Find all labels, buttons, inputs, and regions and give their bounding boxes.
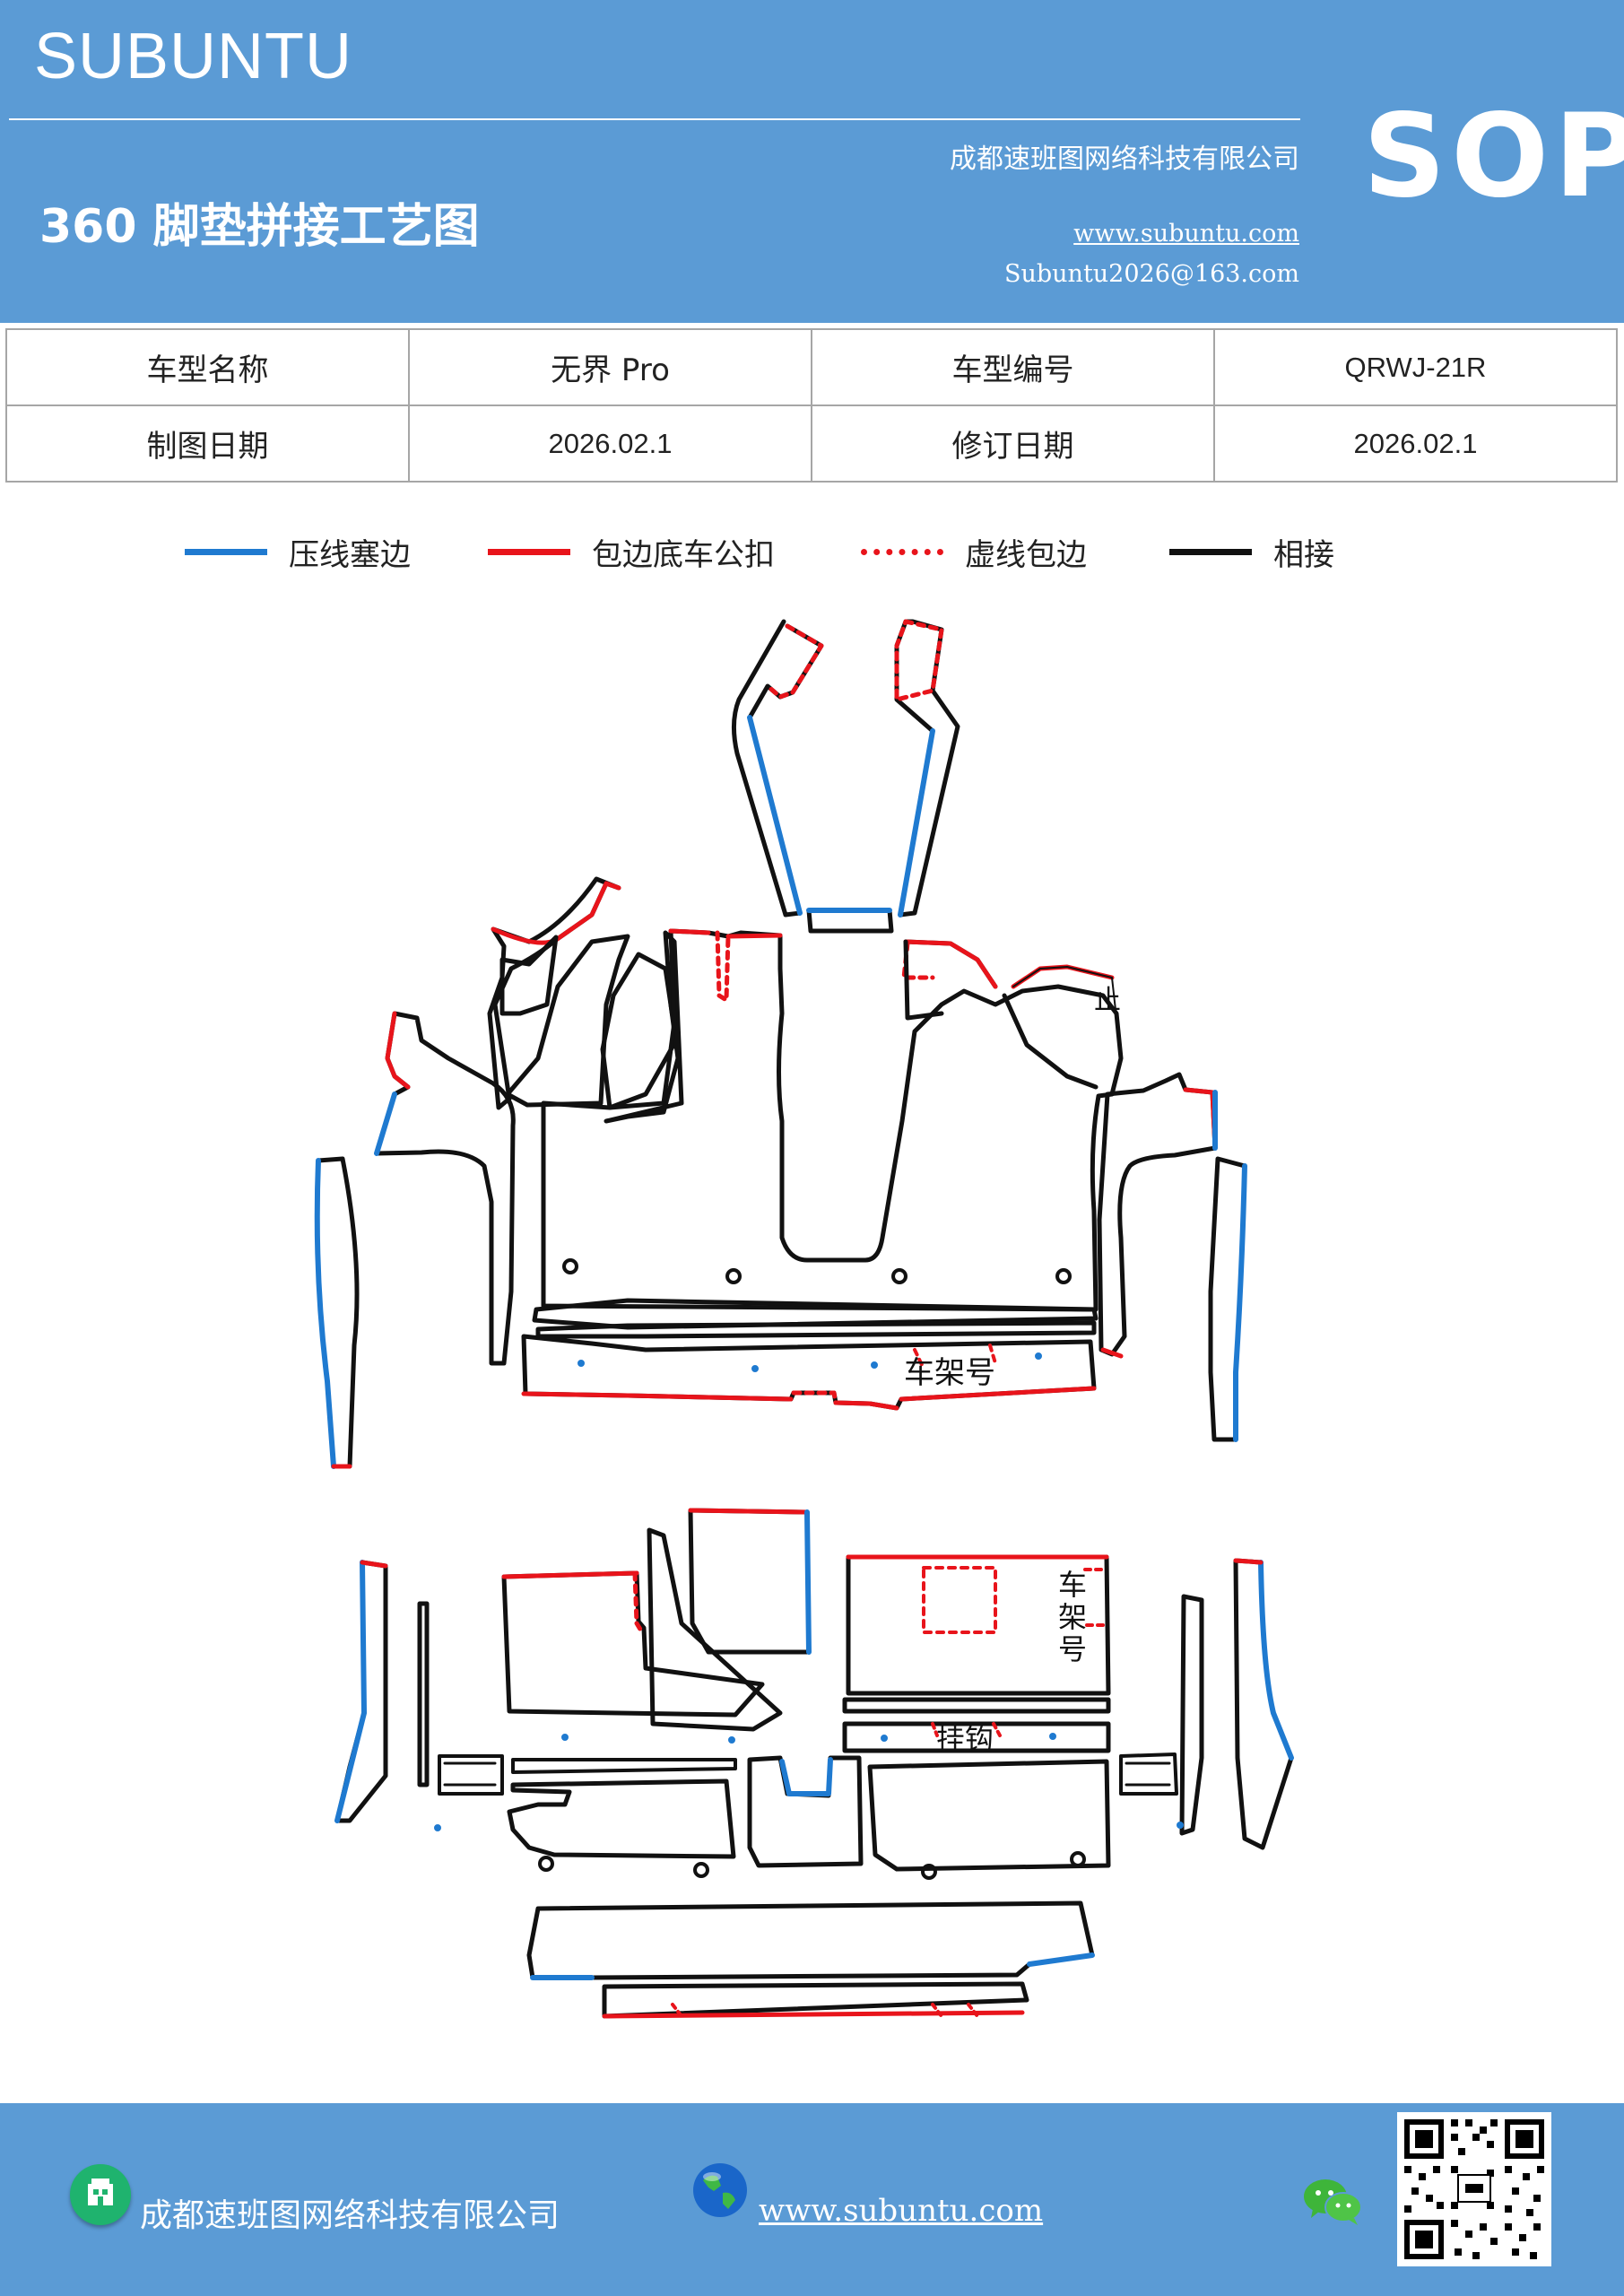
front-main-mat xyxy=(541,928,1124,1312)
sop-badge: SOP xyxy=(1363,90,1624,223)
model-code-label: 车型编号 xyxy=(811,328,1215,406)
front-bottom-strips xyxy=(521,1298,1099,1411)
vehicle-info-table: 车型名称 无界 Pro 车型编号 QRWJ-21R 制图日期 2026.02.1… xyxy=(5,328,1618,483)
vin-label-front: 车架号 xyxy=(904,1355,995,1391)
table-row: 车型名称 无界 Pro 车型编号 QRWJ-21R xyxy=(5,328,1618,406)
brand-name: SUBUNTU xyxy=(34,21,353,92)
globe-icon xyxy=(690,2161,750,2220)
legend-label: 压线塞边 xyxy=(289,536,411,573)
legend-label: 包边底车公扣 xyxy=(592,536,775,573)
hook-label: 挂钩 xyxy=(936,1722,994,1756)
rear-bottom-mats xyxy=(507,1755,1111,2019)
model-name-value: 无界 Pro xyxy=(408,328,812,406)
legend-label: 虚线包边 xyxy=(965,536,1087,573)
revise-date-label: 修订日期 xyxy=(811,404,1215,483)
document-title: 360 脚垫拼接工艺图 xyxy=(39,200,480,254)
rear-left-strips xyxy=(334,1560,504,1823)
footer-website-link[interactable]: www.subuntu.com xyxy=(759,2193,1044,2229)
rear-center-pieces xyxy=(501,1508,812,1744)
front-tunnel-piece xyxy=(732,619,960,934)
red-line-swatch xyxy=(488,548,570,555)
front-left-strip xyxy=(314,1011,516,1469)
blue-line-swatch xyxy=(185,548,267,555)
legend-item-red: 包边底车公扣 xyxy=(488,520,775,583)
wechat-icon[interactable] xyxy=(1302,2175,1365,2229)
line-legend: 压线塞边 包边底车公扣 虚线包边 相接 xyxy=(0,520,1624,583)
model-code-value: QRWJ-21R xyxy=(1213,328,1618,406)
rear-right-strips xyxy=(434,1558,1294,1850)
floor-mat-diagram: 止 车架号 车 架 号 挂钩 xyxy=(314,619,1294,2019)
legend-item-red-dotted: 虚线包边 xyxy=(861,520,1087,583)
rear-right-top-mat xyxy=(842,1554,1111,1753)
table-row: 制图日期 2026.02.1 修订日期 2026.02.1 xyxy=(5,404,1618,483)
footer-company-name: 成都速班图网络科技有限公司 xyxy=(140,2197,560,2234)
front-left-pieces xyxy=(487,876,684,1124)
draw-date-value: 2026.02.1 xyxy=(408,404,812,483)
email-address: Subuntu2026@163.com xyxy=(1004,260,1299,288)
model-name-label: 车型名称 xyxy=(5,328,410,406)
draw-date-label: 制图日期 xyxy=(5,404,410,483)
header-divider xyxy=(9,118,1300,120)
legend-item-black: 相接 xyxy=(1169,520,1334,583)
stop-label: 止 xyxy=(1094,985,1121,1016)
vin-label-rear-3: 号 xyxy=(1058,1632,1087,1666)
qr-code[interactable] xyxy=(1397,2112,1551,2266)
black-line-swatch xyxy=(1169,548,1252,555)
legend-label: 相接 xyxy=(1273,536,1334,573)
footer-banner: 成都速班图网络科技有限公司 www.subuntu.com xyxy=(0,2103,1624,2296)
company-name: 成都速班图网络科技有限公司 xyxy=(950,144,1299,175)
header-banner: SUBUNTU 成都速班图网络科技有限公司 360 脚垫拼接工艺图 www.su… xyxy=(0,0,1624,323)
building-icon xyxy=(70,2164,131,2225)
legend-item-blue: 压线塞边 xyxy=(185,520,411,583)
front-right-pieces xyxy=(1097,1072,1247,1442)
vin-label-rear-1: 车 xyxy=(1058,1568,1087,1602)
vin-label-rear-2: 架 xyxy=(1058,1600,1087,1634)
revise-date-value: 2026.02.1 xyxy=(1213,404,1618,483)
website-link[interactable]: www.subuntu.com xyxy=(1073,220,1299,248)
red-dotted-line-swatch xyxy=(861,548,943,555)
